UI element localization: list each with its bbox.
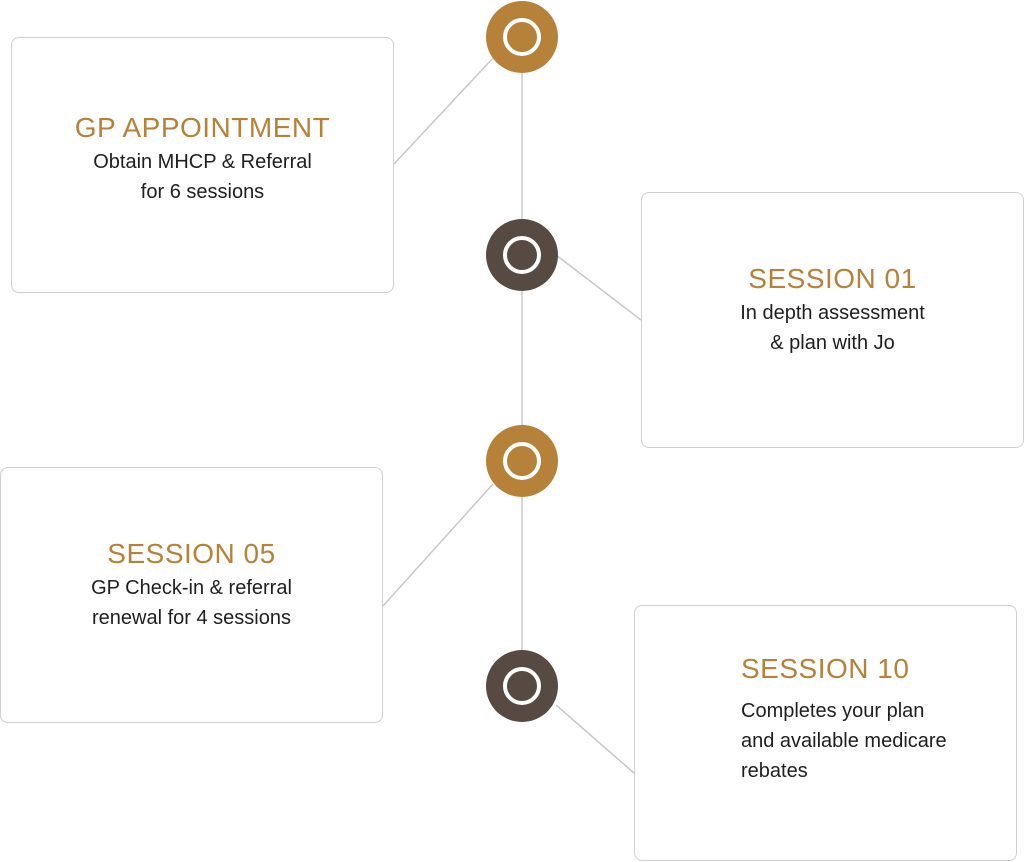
timeline-node-4 (486, 650, 558, 722)
step-card-session-05: SESSION 05 GP Check-in & referral renewa… (0, 467, 383, 723)
step-title: SESSION 01 (748, 263, 917, 294)
step-description-line: Completes your plan (741, 700, 925, 722)
ring-icon (486, 650, 558, 722)
ring-icon (486, 219, 558, 291)
step-card-session-01: SESSION 01 In depth assessment & plan wi… (641, 192, 1024, 448)
connector-line-1 (393, 57, 494, 165)
connector-line-4 (555, 704, 635, 774)
timeline-node-1 (486, 1, 558, 73)
ring-icon (486, 425, 558, 497)
step-title: SESSION 05 (107, 538, 276, 569)
step-card-gp-appointment: GP APPOINTMENT Obtain MHCP & Referral fo… (11, 37, 394, 293)
ring-icon (486, 1, 558, 73)
step-description-line: rebates (741, 760, 808, 782)
timeline-node-3 (486, 425, 558, 497)
step-description-line: and available medicare (741, 730, 947, 752)
step-title: SESSION 10 (741, 653, 910, 684)
step-description-line: Obtain MHCP & Referral (93, 151, 312, 173)
step-card-session-10: SESSION 10 Completes your plan and avail… (634, 605, 1017, 861)
step-description-line: In depth assessment (740, 302, 925, 324)
step-description-line: renewal for 4 sessions (92, 607, 291, 629)
step-description-line: GP Check-in & referral (91, 577, 292, 599)
connector-line-2 (555, 254, 642, 321)
step-description-line: for 6 sessions (140, 181, 265, 203)
step-title: GP APPOINTMENT (74, 112, 331, 143)
connector-line-3 (382, 483, 494, 607)
step-description-line: & plan with Jo (770, 332, 895, 354)
timeline-node-2 (486, 219, 558, 291)
